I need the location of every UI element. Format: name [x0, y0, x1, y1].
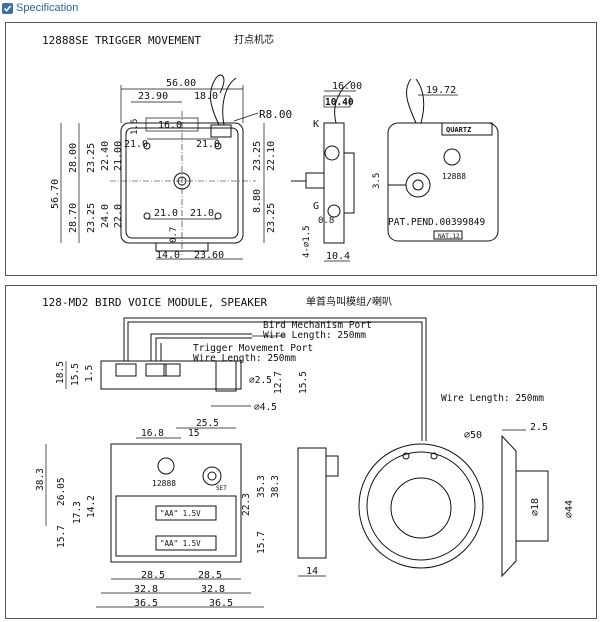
- wire3-label: Wire Length: 250mm: [441, 393, 544, 404]
- dim-15-5: 15.5: [70, 363, 81, 386]
- dim-25-5: 25.5: [196, 418, 219, 429]
- wire2-label-a: Trigger Movement Port: [193, 343, 313, 354]
- module-model: 12888: [152, 479, 176, 488]
- checkbox-icon[interactable]: [2, 2, 13, 14]
- dim-15-7: 15.7: [56, 525, 67, 548]
- dim-23-25-c: 23.25: [252, 141, 263, 171]
- dim-12-7: 12.7: [273, 371, 284, 394]
- wire1-label-a: Bird Mechanism Port: [263, 320, 372, 331]
- dim-36-5-a: 36.5: [134, 598, 158, 609]
- dim-16-8: 16.8: [141, 428, 164, 439]
- dim-23-25-a: 23.25: [86, 143, 97, 173]
- wire2-label-b: Wire Length: 250mm: [193, 353, 296, 364]
- dim-d4-5: ∅4.5: [254, 402, 277, 413]
- dim-16-00: 16.00: [332, 81, 362, 92]
- dim-15-5-b: 15.5: [298, 371, 309, 394]
- dim-38-3-b: 38.3: [270, 475, 281, 498]
- dim-28-5-b: 28.5: [198, 570, 222, 581]
- dim-19-72: 19.72: [426, 85, 456, 96]
- dim-23-25-d: 23.25: [266, 203, 277, 233]
- panel2-title-cn: 单首鸟叫模组/喇叭: [306, 295, 392, 308]
- dim-21-c: 21.0: [154, 208, 178, 219]
- module-side-view: 14: [297, 447, 339, 577]
- speaker-drawing: ∅50 2.5 ∅18 ∅44: [358, 422, 575, 578]
- dim-21-b: 21.0: [196, 139, 220, 150]
- set-label: SET: [216, 485, 227, 492]
- dim-10-4: 10.4: [326, 251, 350, 262]
- dim-r8: R8.00: [259, 108, 292, 121]
- dim-16: 16.0: [158, 120, 182, 131]
- dim-d44: ∅44: [564, 500, 575, 518]
- dim-23-60: 23.60: [194, 250, 224, 261]
- dim-32-8-a: 32.8: [134, 584, 158, 595]
- dim-22: 22.0: [113, 204, 124, 228]
- dim-32-8-b: 32.8: [201, 584, 225, 595]
- spec-title: Specification: [16, 2, 79, 14]
- dim-18: 18.0: [194, 91, 218, 102]
- dim-0-8: 0.8: [318, 216, 334, 226]
- dim-14-2: 14.2: [86, 495, 97, 518]
- dim-22-3: 22.3: [241, 493, 252, 516]
- wire1-label-b: Wire Length: 250mm: [263, 330, 366, 341]
- dim-d50: ∅50: [464, 430, 482, 441]
- panel1-title: 12888SE TRIGGER MOVEMENT: [42, 34, 201, 47]
- dim-26-05: 26.05: [56, 477, 67, 506]
- battery1-label: "AA" 1.5V: [160, 509, 201, 518]
- dim-56-70: 56.70: [50, 179, 61, 209]
- dim-d2-5: ∅2.5: [249, 375, 272, 386]
- dim-23-90: 23.90: [138, 91, 168, 102]
- dim-28: 28.00: [68, 143, 79, 173]
- label-g: G: [313, 201, 319, 212]
- dim-28-70: 28.70: [68, 203, 79, 233]
- wire-drawing: Bird Mechanism Port Wire Length: 250mm T…: [123, 317, 544, 441]
- label-k: K: [313, 119, 319, 130]
- dim-22-1: 22.10: [266, 141, 277, 171]
- bird-voice-panel: 128-MD2 BIRD VOICE MODULE, SPEAKER 单首鸟叫模…: [5, 285, 597, 619]
- quartz-label: QUARTZ: [446, 126, 471, 134]
- dim-1-6: 1.6: [130, 119, 140, 135]
- dim-2-5: 2.5: [530, 422, 548, 433]
- trigger-movement-panel: 12888SE TRIGGER MOVEMENT 打点机芯 56.00 23.9…: [5, 22, 597, 276]
- dim-24: 24.0: [100, 204, 111, 228]
- dim-d18: ∅18: [530, 498, 541, 516]
- dim-38-3: 38.3: [35, 468, 46, 491]
- dim-3-5: 3.5: [372, 173, 382, 189]
- dim-1-5: 1.5: [84, 365, 95, 382]
- nat-tag: NAT.12: [438, 233, 460, 240]
- dim-36-5-b: 36.5: [209, 598, 233, 609]
- dim-22-4: 22.40: [100, 141, 111, 171]
- right-model: 12888: [442, 172, 466, 181]
- dim-17-3: 17.3: [72, 501, 83, 524]
- dim-holes: 4-∅1.5: [302, 225, 312, 258]
- module-front-view: 12888 SET "AA" 1.5V "AA" 1.5V 16.8 15 25…: [35, 418, 281, 609]
- dim-35-3: 35.3: [256, 475, 267, 498]
- dim-8-8: 8.80: [252, 189, 263, 213]
- dim-10-40: 10.40: [325, 97, 354, 108]
- dim-0-7: 0.7: [169, 227, 179, 243]
- dim-28-5-a: 28.5: [141, 570, 165, 581]
- dim-15-7-b: 15.7: [256, 531, 267, 554]
- module-top-view: 18.5 15.5 1.5 ∅2.5 12.7 15.5 ∅4.5: [55, 360, 309, 413]
- dim-23-25-b: 23.25: [86, 203, 97, 233]
- spec-header: Specification: [0, 0, 600, 16]
- dim-56: 56.00: [166, 78, 196, 89]
- dim-21-a: 21.0: [124, 139, 148, 150]
- right-view-drawing: QUARTZ 12888 PAT.PEND.00399849 NAT.12 19…: [372, 78, 499, 242]
- panel1-title-cn: 打点机芯: [234, 33, 274, 46]
- dim-14: 14.0: [156, 250, 180, 261]
- patent-text: PAT.PEND.00399849: [388, 217, 486, 228]
- battery2-label: "AA" 1.5V: [160, 539, 201, 548]
- side-view-drawing: 16.00 10.40 K G 0.8 4-∅1.5 10.4: [291, 80, 362, 262]
- dim-21-d: 21.0: [190, 208, 214, 219]
- panel2-title: 128-MD2 BIRD VOICE MODULE, SPEAKER: [42, 296, 268, 309]
- dim-15: 15: [188, 428, 199, 439]
- dim-18-5: 18.5: [55, 361, 66, 384]
- dim-21-00: 21.00: [113, 141, 124, 171]
- front-view-drawing: [110, 74, 256, 255]
- dim-14: 14: [306, 566, 318, 577]
